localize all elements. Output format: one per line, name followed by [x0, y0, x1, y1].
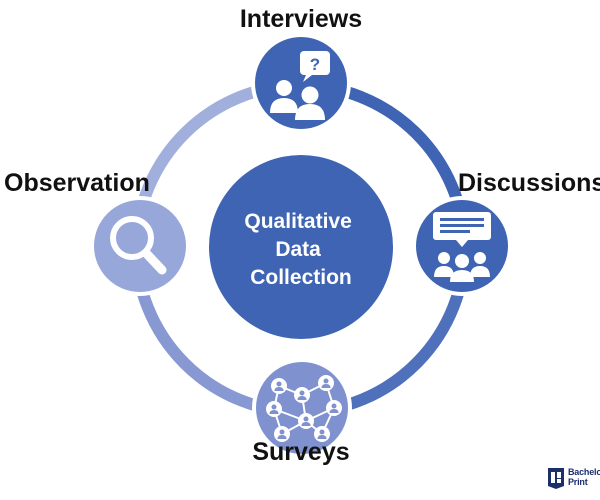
label-surveys: Surveys — [252, 438, 350, 466]
svg-text:Qualitative Data C: Qualitative Data Collection — [244, 210, 357, 289]
magnifying-glass-icon — [110, 216, 167, 275]
node-interviews: ? — [251, 33, 351, 133]
interview-people-question-icon: ? — [270, 51, 330, 120]
svg-text:?: ? — [310, 55, 320, 74]
brand-line-2: Print — [568, 477, 588, 487]
label-discussions: Discussions — [458, 169, 600, 197]
node-discussions — [412, 196, 512, 296]
label-interviews: Interviews — [239, 5, 363, 33]
label-observation: Observation — [4, 169, 150, 197]
node-observation — [90, 196, 190, 296]
discussion-group-chat-icon — [433, 212, 491, 282]
bachelorprint-brand: Bachelor Print — [546, 464, 600, 494]
center-title-line-1: Qualitative — [244, 210, 351, 233]
node-surveys — [252, 358, 352, 458]
network-people-icon — [266, 375, 342, 442]
center-circle — [209, 155, 393, 339]
center-title-line-2: Data — [275, 238, 321, 261]
center-title-line-3: Collection — [250, 266, 352, 289]
bachelorprint-logo-icon — [548, 468, 564, 489]
brand-line-1: Bachelor — [568, 467, 600, 477]
